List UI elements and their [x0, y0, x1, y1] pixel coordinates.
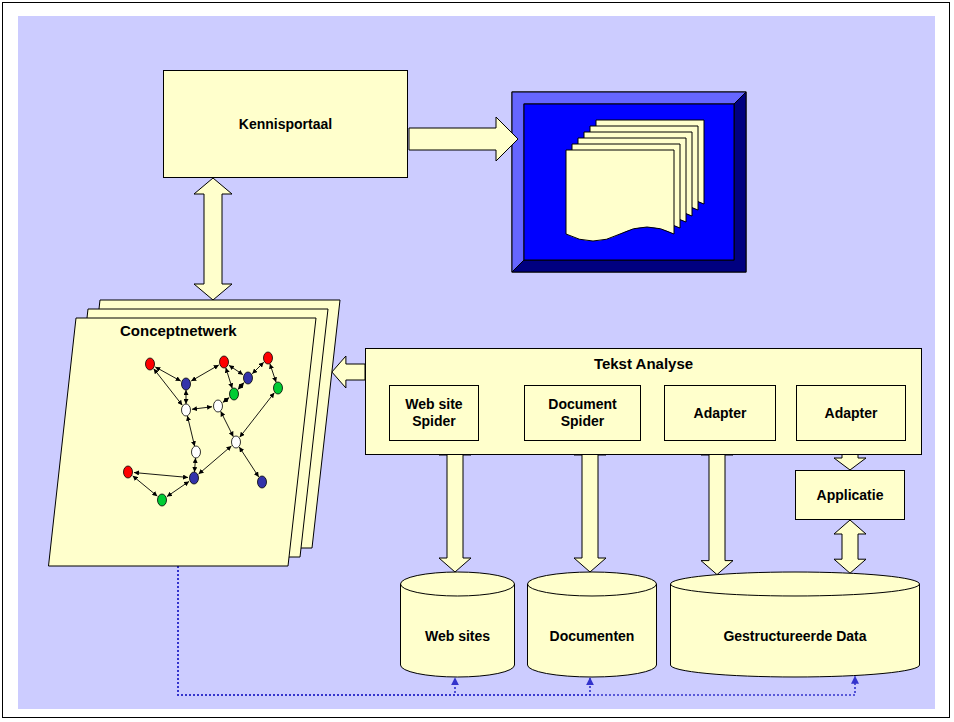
node-label: Adapter — [694, 405, 747, 422]
database-cylinder: Documenten — [527, 572, 657, 677]
process-box: Adapter — [796, 385, 906, 441]
concept-network: Conceptnetwerk — [48, 298, 360, 568]
node-label: Gestructureerde Data — [723, 628, 866, 645]
node-label: Applicatie — [817, 487, 884, 504]
block-arrow — [409, 117, 518, 161]
analysis-group: Tekst AnalyseWeb site Spider Document Spi… — [365, 348, 922, 455]
document-stack-icon — [512, 92, 746, 272]
cylinder-outline — [400, 572, 515, 677]
node-label: Web site Spider — [398, 396, 470, 430]
process-box: Web site Spider — [389, 385, 479, 441]
block-arrow — [332, 356, 365, 388]
node-label: Document Spider — [542, 396, 624, 430]
network-graph — [124, 352, 283, 506]
cylinder-outline — [670, 572, 920, 677]
process-box: Adapter — [664, 385, 776, 441]
cylinder-outline — [527, 572, 657, 677]
process-box: Document Spider — [524, 385, 641, 441]
process-box: Applicatie — [795, 470, 905, 520]
node-label: Conceptnetwerk — [120, 322, 237, 340]
node-label: Adapter — [825, 405, 878, 422]
node-label: Documenten — [550, 628, 635, 645]
database-cylinder: Gestructureerde Data — [670, 572, 920, 677]
portal-box: Kennisportaal — [163, 70, 408, 178]
block-arrow — [194, 178, 232, 300]
block-arrow — [439, 441, 471, 572]
node-label: Web sites — [425, 628, 490, 645]
node-label: Tekst Analyse — [594, 355, 693, 373]
block-arrow — [574, 441, 606, 572]
block-arrow — [701, 441, 733, 575]
database-cylinder: Web sites — [400, 572, 515, 677]
node-label: Kennisportaal — [239, 116, 332, 133]
block-arrow — [834, 520, 866, 573]
